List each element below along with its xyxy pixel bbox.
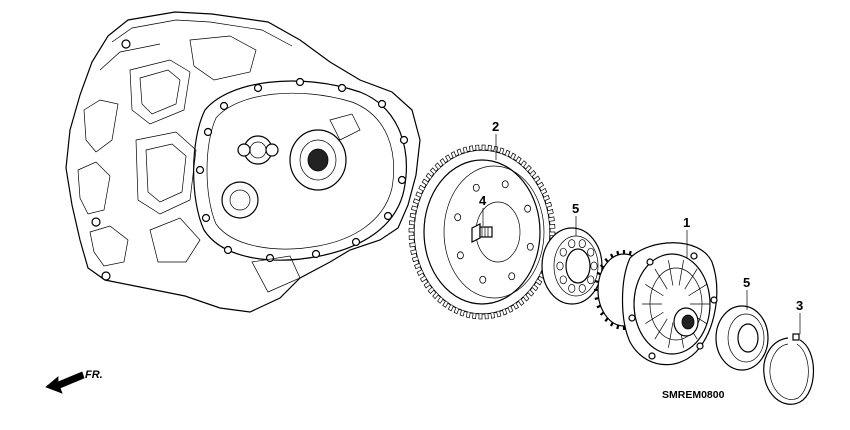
callout-3: 3 bbox=[796, 298, 803, 313]
transmission-housing bbox=[65, 11, 421, 313]
front-arrow-icon bbox=[45, 371, 85, 394]
gear-bolt bbox=[471, 223, 493, 243]
bearing-right bbox=[715, 305, 769, 371]
snap-ring bbox=[763, 333, 815, 405]
diagram-code: SMREM0800 bbox=[662, 389, 725, 401]
front-direction-label: FR. bbox=[85, 369, 103, 381]
front-direction-indicator: FR. bbox=[45, 369, 103, 394]
callout-2: 2 bbox=[492, 119, 499, 134]
callout-5-left: 5 bbox=[572, 201, 579, 216]
callout-numbers: 1 2 3 4 5 5 bbox=[479, 119, 803, 313]
housing-bolt-holes bbox=[91, 39, 409, 281]
leader-lines bbox=[482, 134, 801, 334]
differential-assembly bbox=[594, 242, 718, 366]
bearing-left bbox=[541, 227, 603, 305]
callout-1: 1 bbox=[683, 215, 690, 230]
callout-4: 4 bbox=[479, 193, 487, 208]
callout-5-right: 5 bbox=[743, 275, 750, 290]
